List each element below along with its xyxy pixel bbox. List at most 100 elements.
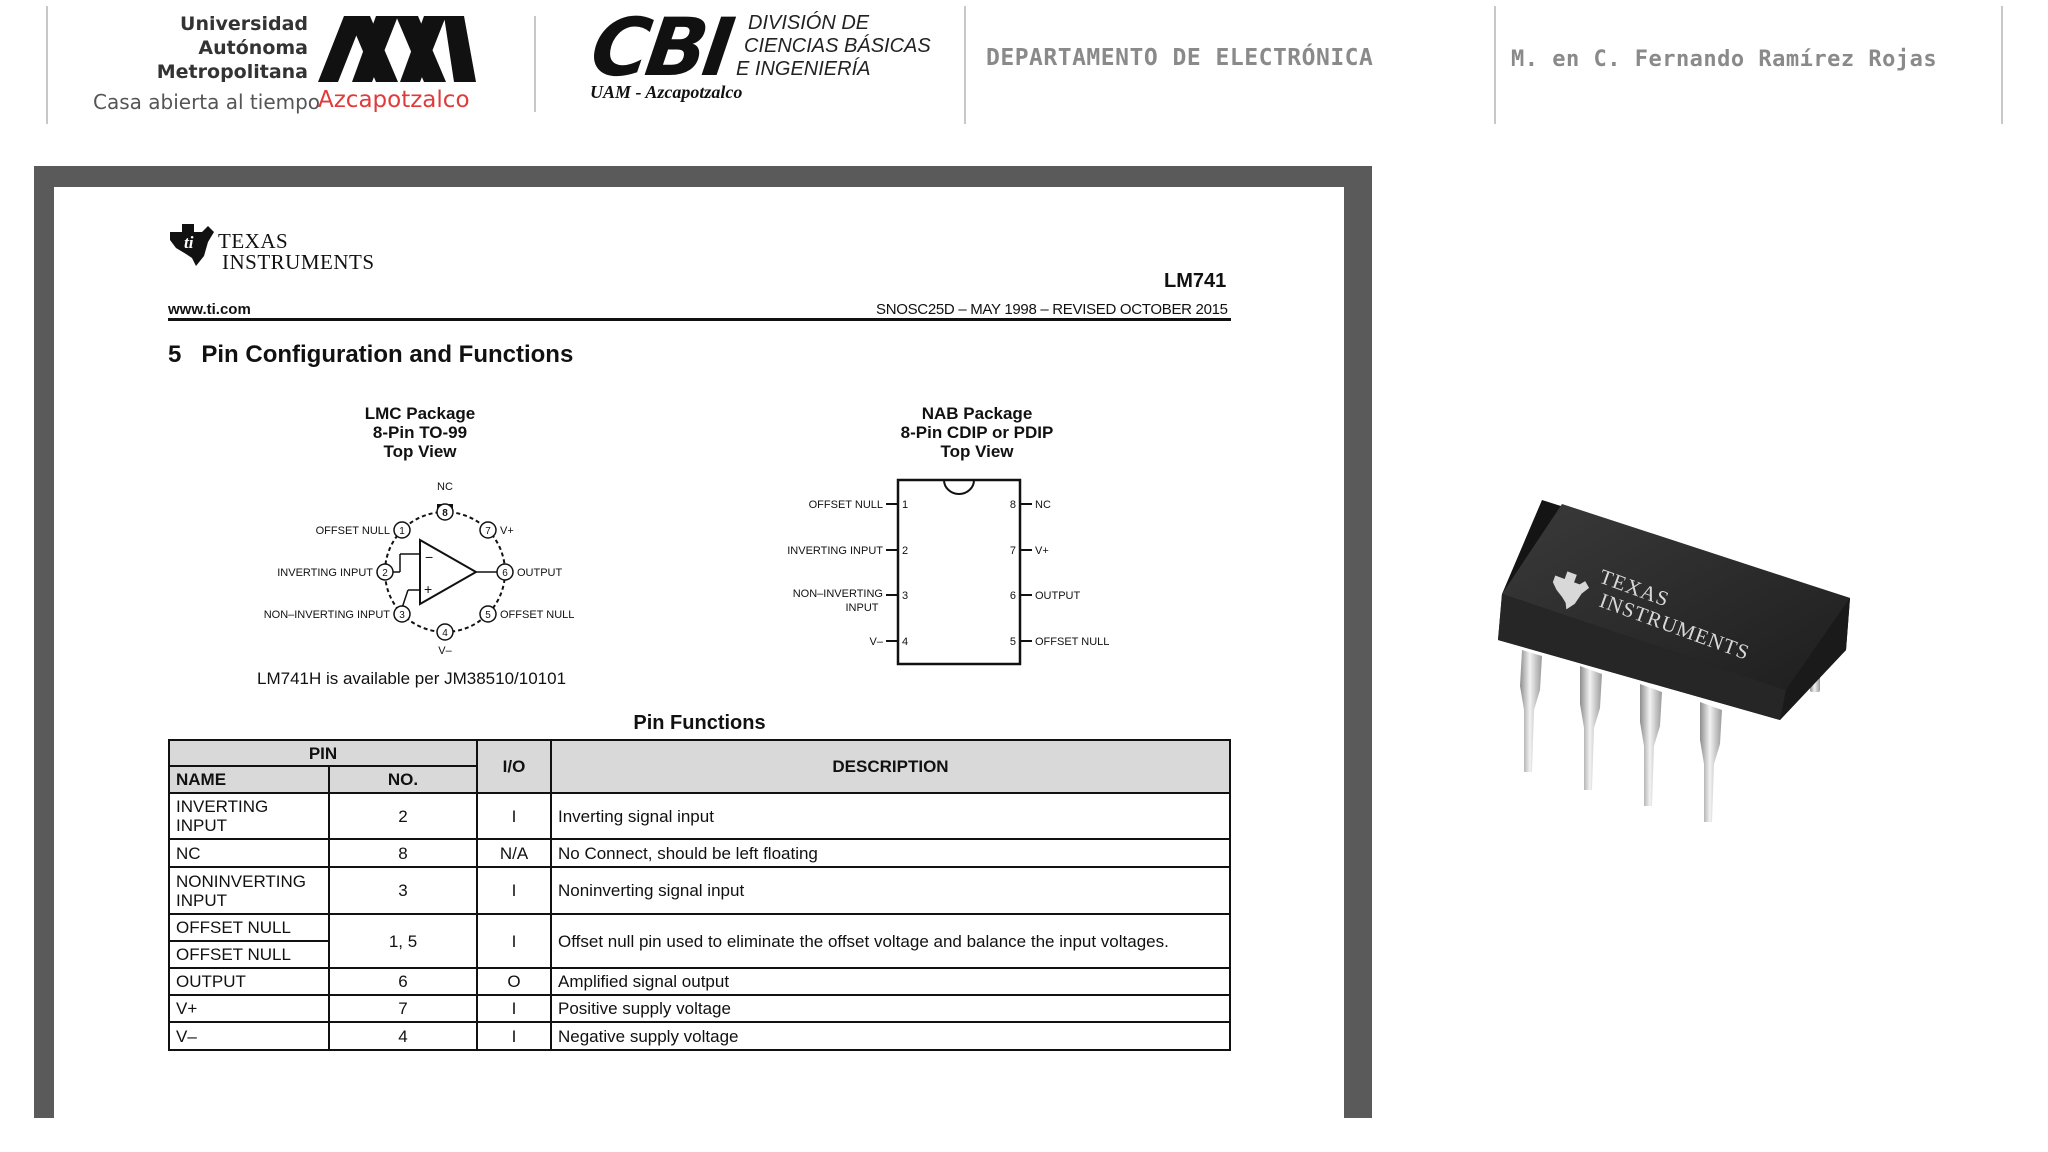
nab-label-v-minus: V–: [870, 636, 884, 648]
table-header-pin: PIN: [168, 739, 478, 767]
pin-description-cell: Offset null pin used to eliminate the of…: [550, 913, 1231, 969]
lmc-label-v-plus: V+: [500, 525, 514, 537]
lmc-title-line: Top View: [383, 442, 457, 461]
uam-name-line: Metropolitana: [156, 61, 308, 83]
chip-ti-logo-icon: [1552, 571, 1590, 610]
nab-label-offset-null: OFFSET NULL: [809, 499, 883, 511]
section-title: 5 Pin Configuration and Functions: [168, 341, 574, 368]
pin-number: 7: [485, 526, 491, 537]
pin-number: 1: [902, 499, 908, 511]
pin-description-cell: Noninverting signal input: [550, 866, 1231, 915]
pin-io-cell: I: [476, 913, 552, 969]
lmc-label-v-minus: V–: [438, 645, 452, 657]
header-divider: [2001, 6, 2003, 124]
uam-tagline: Casa abierta al tiempo: [93, 90, 321, 114]
pin-name-cell: NC: [168, 838, 330, 868]
pin-number-cell: 8: [328, 838, 478, 868]
lmc-label-offset-null-5: OFFSET NULL: [500, 609, 574, 621]
pin-number: 2: [902, 545, 908, 557]
uam-name-line: Autónoma: [198, 37, 308, 59]
uam-campus: Azcapotzalco: [318, 87, 470, 113]
table-header-io: I/O: [476, 739, 552, 794]
pin-number: 7: [1010, 545, 1016, 557]
table-row: OUTPUT 6 O Amplified signal output: [168, 967, 1231, 996]
pin-description-cell: Amplified signal output: [550, 967, 1231, 996]
table-row: V+ 7 I Positive supply voltage: [168, 994, 1231, 1023]
pin-number-cell: 2: [328, 792, 478, 840]
nab-label-output: OUTPUT: [1035, 590, 1081, 602]
nab-label-nc: NC: [1035, 499, 1051, 511]
lmc-title-line: 8-Pin TO-99: [372, 423, 468, 442]
nab-title-line: 8-Pin CDIP or PDIP: [900, 423, 1054, 442]
pin-number: 3: [399, 610, 405, 621]
uam-name-block: Universidad Autónoma Metropolitana: [60, 12, 308, 90]
ti-brand-line: TEXAS: [218, 229, 289, 253]
pin-functions-table: PIN I/O DESCRIPTION NAME NO. INVERTING I…: [168, 739, 1231, 1051]
cbi-logo: CBI: [585, 1, 737, 94]
nab-label-offset-null: OFFSET NULL: [1035, 636, 1109, 648]
uam-logo-icon: [318, 16, 476, 82]
pin-description-cell: Inverting signal input: [550, 792, 1231, 840]
nab-label-non-inverting-2: INPUT: [846, 602, 879, 614]
dip8-chip-image: TEXAS INSTRUMENTS: [1498, 500, 1850, 822]
pin-number-cell: 6: [328, 967, 478, 996]
pin-name-cell: OFFSET NULL: [168, 913, 330, 942]
cbi-subtitle: UAM - Azcapotzalco: [590, 82, 743, 102]
pin-number-cell: 7: [328, 994, 478, 1023]
to99-pinout-diagram: − + 1 2 3 4 5 6 7 8 NC OFFSET NULL V+ IN…: [264, 481, 575, 657]
pin-io-cell: O: [476, 967, 552, 996]
nab-label-v-plus: V+: [1035, 545, 1049, 557]
pin-io-cell: I: [476, 994, 552, 1023]
svg-text:−: −: [425, 549, 433, 565]
lmc-label-offset-null-1: OFFSET NULL: [316, 525, 390, 537]
nab-title-line: Top View: [940, 442, 1014, 461]
pin-number: 6: [1010, 590, 1016, 602]
svg-text:ti: ti: [184, 233, 194, 252]
ti-brand-line: INSTRUMENTS: [222, 250, 375, 274]
pin-number: 1: [399, 526, 405, 537]
table-row: OFFSET NULL: [168, 940, 1230, 969]
header-rule: [168, 318, 1231, 321]
nab-label-non-inverting: NON–INVERTING: [793, 588, 883, 600]
pin-number: 4: [902, 636, 908, 648]
pin-number: 5: [1010, 636, 1016, 648]
pin-number: 4: [442, 628, 448, 639]
pin-description-cell: Negative supply voltage: [550, 1021, 1231, 1051]
table-row: OFFSET NULL 1, 5 I Offset null pin used …: [168, 913, 1231, 969]
pin-description-cell: No Connect, should be left floating: [550, 838, 1231, 868]
lmc-label-output: OUTPUT: [517, 567, 563, 579]
table-row: NONINVERTING INPUT 3 I Noninverting sign…: [168, 866, 1231, 915]
pin-number: 2: [382, 568, 388, 579]
table-header-description: DESCRIPTION: [550, 739, 1231, 794]
table-row: INVERTING INPUT 2 I Inverting signal inp…: [168, 792, 1231, 840]
lmc-label-non-inverting: NON–INVERTING INPUT: [264, 609, 391, 621]
table-row: V– 4 I Negative supply voltage: [168, 1021, 1231, 1051]
nab-label-inverting: INVERTING INPUT: [787, 545, 883, 557]
cbi-line: DIVISIÓN DE: [748, 12, 870, 34]
part-number: LM741: [1164, 270, 1227, 292]
pin-io-cell: N/A: [476, 838, 552, 868]
ti-logo-icon: ti: [170, 224, 214, 266]
nab-title-line: NAB Package: [921, 404, 1033, 423]
lmc-title-line: LMC Package: [364, 404, 476, 423]
pin-number: 8: [442, 508, 448, 519]
pin-io-cell: I: [476, 792, 552, 840]
header-divider: [964, 6, 966, 124]
cbi-line: E INGENIERÍA: [736, 58, 871, 80]
pin-name-cell: V–: [168, 1021, 330, 1051]
table-header-name: NAME: [168, 765, 330, 794]
uam-name-line: Universidad: [180, 13, 308, 35]
svg-text:+: +: [424, 581, 432, 597]
doc-reference: SNOSC25D – MAY 1998 – REVISED OCTOBER 20…: [876, 301, 1228, 318]
pin-number-cell: 4: [328, 1021, 478, 1051]
header-divider: [46, 6, 48, 124]
pin-io-cell: I: [476, 1021, 552, 1051]
lmc-label-nc: NC: [437, 481, 453, 493]
pin-number: 5: [485, 610, 491, 621]
table-row: NC 8 N/A No Connect, should be left floa…: [168, 838, 1231, 868]
pin-number-cell: 1, 5: [328, 913, 478, 969]
website-link[interactable]: www.ti.com: [168, 301, 251, 318]
pin-name-cell: NONINVERTING INPUT: [168, 866, 330, 915]
dip-pinout-diagram: 1 2 3 4 8 7 6 5 OFFSET NULL INVERTING IN…: [787, 478, 1109, 666]
pin-number: 8: [1010, 499, 1016, 511]
